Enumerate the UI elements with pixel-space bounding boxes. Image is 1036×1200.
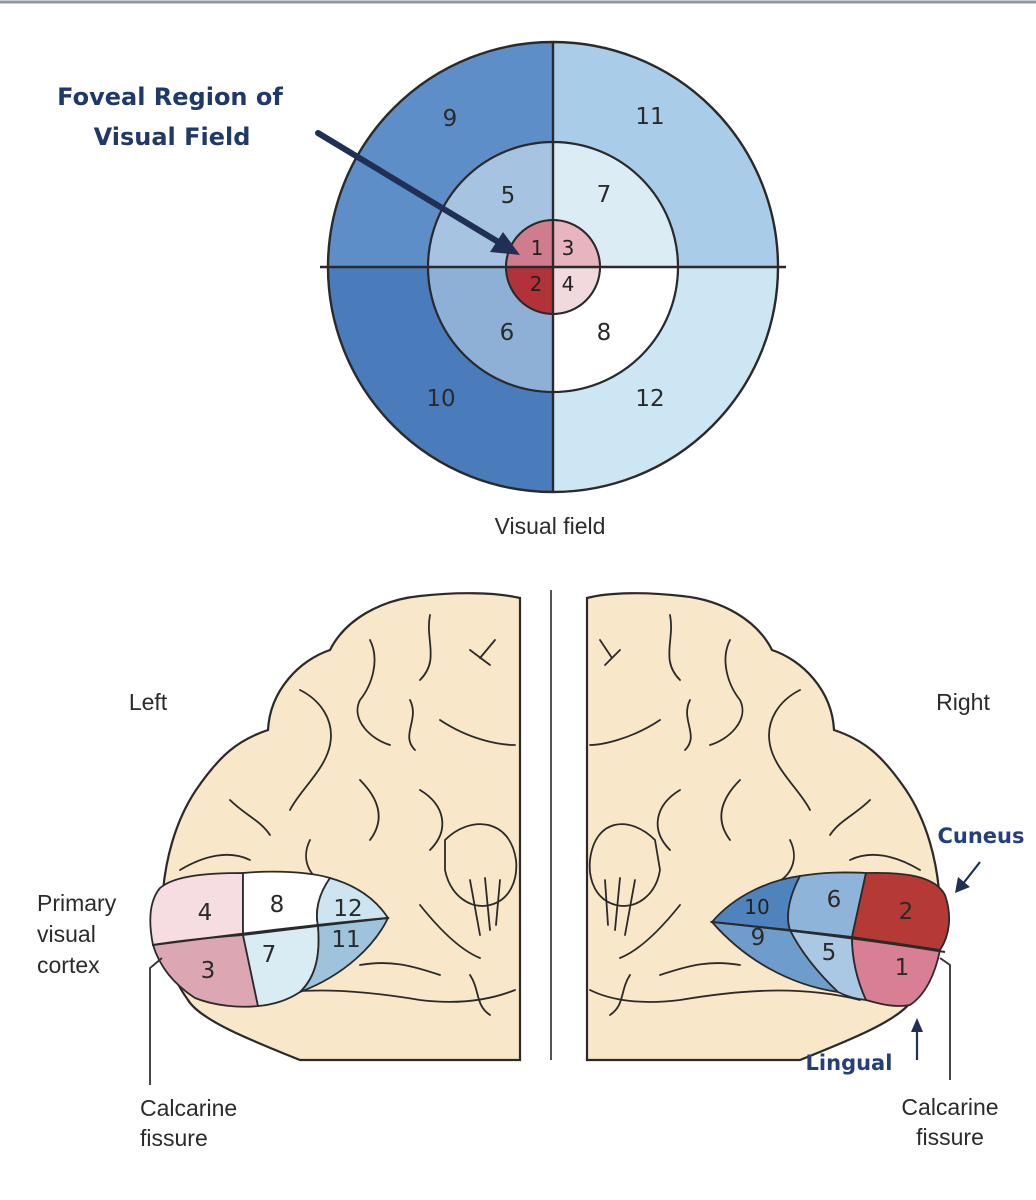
annotation-line-1: Foveal Region of [57,83,283,111]
cortex-label-line: Primary [37,890,117,916]
region-label: 1 [531,236,544,260]
region-label: 4 [198,900,213,926]
left-hemisphere-title: Left [129,689,168,715]
left-sulcus [179,853,251,871]
left-sulcus [469,639,496,666]
lingual-label: Lingual [806,1051,893,1075]
region-label: 8 [597,320,612,346]
right-sulcus [656,789,681,851]
left-sulcus [469,877,501,936]
visual-field-target: 9 11 10 12 5 7 6 8 1 3 2 4 Visual field [320,40,786,539]
right-sulcus [588,823,661,907]
region-label: 6 [827,887,842,913]
region-label: 5 [822,940,837,966]
region-label: 10 [744,895,769,919]
cortex-label-line: cortex [37,952,100,978]
right-sulcus [619,904,681,959]
region-label: 6 [500,320,515,346]
right-sulcus [684,699,692,751]
left-sulcus [359,779,380,841]
region-label: 2 [530,272,543,296]
region-label: 9 [443,106,458,132]
fissure-label-line: Calcarine [901,1094,998,1120]
left-sulcus [289,689,332,811]
left-sulcus [444,823,518,907]
region-label: 10 [426,386,455,412]
left-sulcus [408,699,416,751]
right-hemisphere: 10 6 2 9 5 1 Right Cuneus Lingual Calcar… [585,592,1025,1150]
region-label: 11 [635,104,664,130]
right-sulcus [589,719,661,746]
right-fissure-leader [939,957,951,1080]
right-sulcus [599,639,621,666]
region-label: 3 [201,958,216,984]
region-label: 5 [501,183,516,209]
cortex-label-line: visual [37,921,96,947]
left-fissure-leader [149,957,163,1085]
region-label: 2 [899,899,914,925]
left-calcarine-line [152,917,389,946]
cuneus-arrow-shaft [961,861,981,886]
annotation-arrow-head [490,232,520,255]
right-sulcus [720,779,741,841]
region-label: 7 [262,942,277,968]
fissure-label-line: fissure [916,1124,984,1150]
right-sulcus [768,689,811,811]
annotation-arrow-shaft [315,130,503,246]
cuneus-arrow-head [955,877,970,893]
left-sulcus [356,639,391,746]
visual-field-caption: Visual field [495,513,606,539]
lingual-arrow-head [911,1018,923,1032]
annotation-line-2: Visual Field [94,123,251,151]
region-label: 12 [333,896,362,922]
left-sulcus [419,789,444,851]
right-sulcus [668,614,681,681]
region-label: 11 [331,927,360,953]
right-sulcus [829,799,871,836]
right-sulcus [589,989,861,1003]
left-hemisphere: 4 8 12 3 7 11 Left Primary visual cortex… [37,592,522,1151]
right-region-1 [851,935,942,1007]
left-sulcus [359,962,441,976]
left-sulcus [439,719,516,746]
right-hemisphere-title: Right [936,689,990,715]
region-label: 9 [751,925,766,951]
right-calcarine-line [711,921,946,953]
left-sulcus [419,614,432,681]
region-label: 7 [597,182,612,208]
left-sulcus [229,799,271,836]
right-sulcus [604,877,636,936]
fissure-label-line: fissure [140,1125,208,1151]
left-sulcus [469,974,491,1016]
region-label: 1 [895,955,910,981]
right-sulcus [609,974,631,1016]
right-region-2 [850,871,951,951]
region-label: 8 [270,892,285,918]
right-sulcus [709,639,744,746]
cuneus-label: Cuneus [937,824,1024,848]
region-label: 4 [562,272,575,296]
region-label: 3 [562,236,575,260]
region-label: 12 [635,386,664,412]
right-sulcus [659,962,741,976]
left-region-11 [299,916,390,993]
right-sulcus [849,853,921,871]
foveal-annotation: Foveal Region of Visual Field [57,83,520,255]
left-sulcus [419,904,481,959]
fissure-label-line: Calcarine [140,1095,237,1121]
